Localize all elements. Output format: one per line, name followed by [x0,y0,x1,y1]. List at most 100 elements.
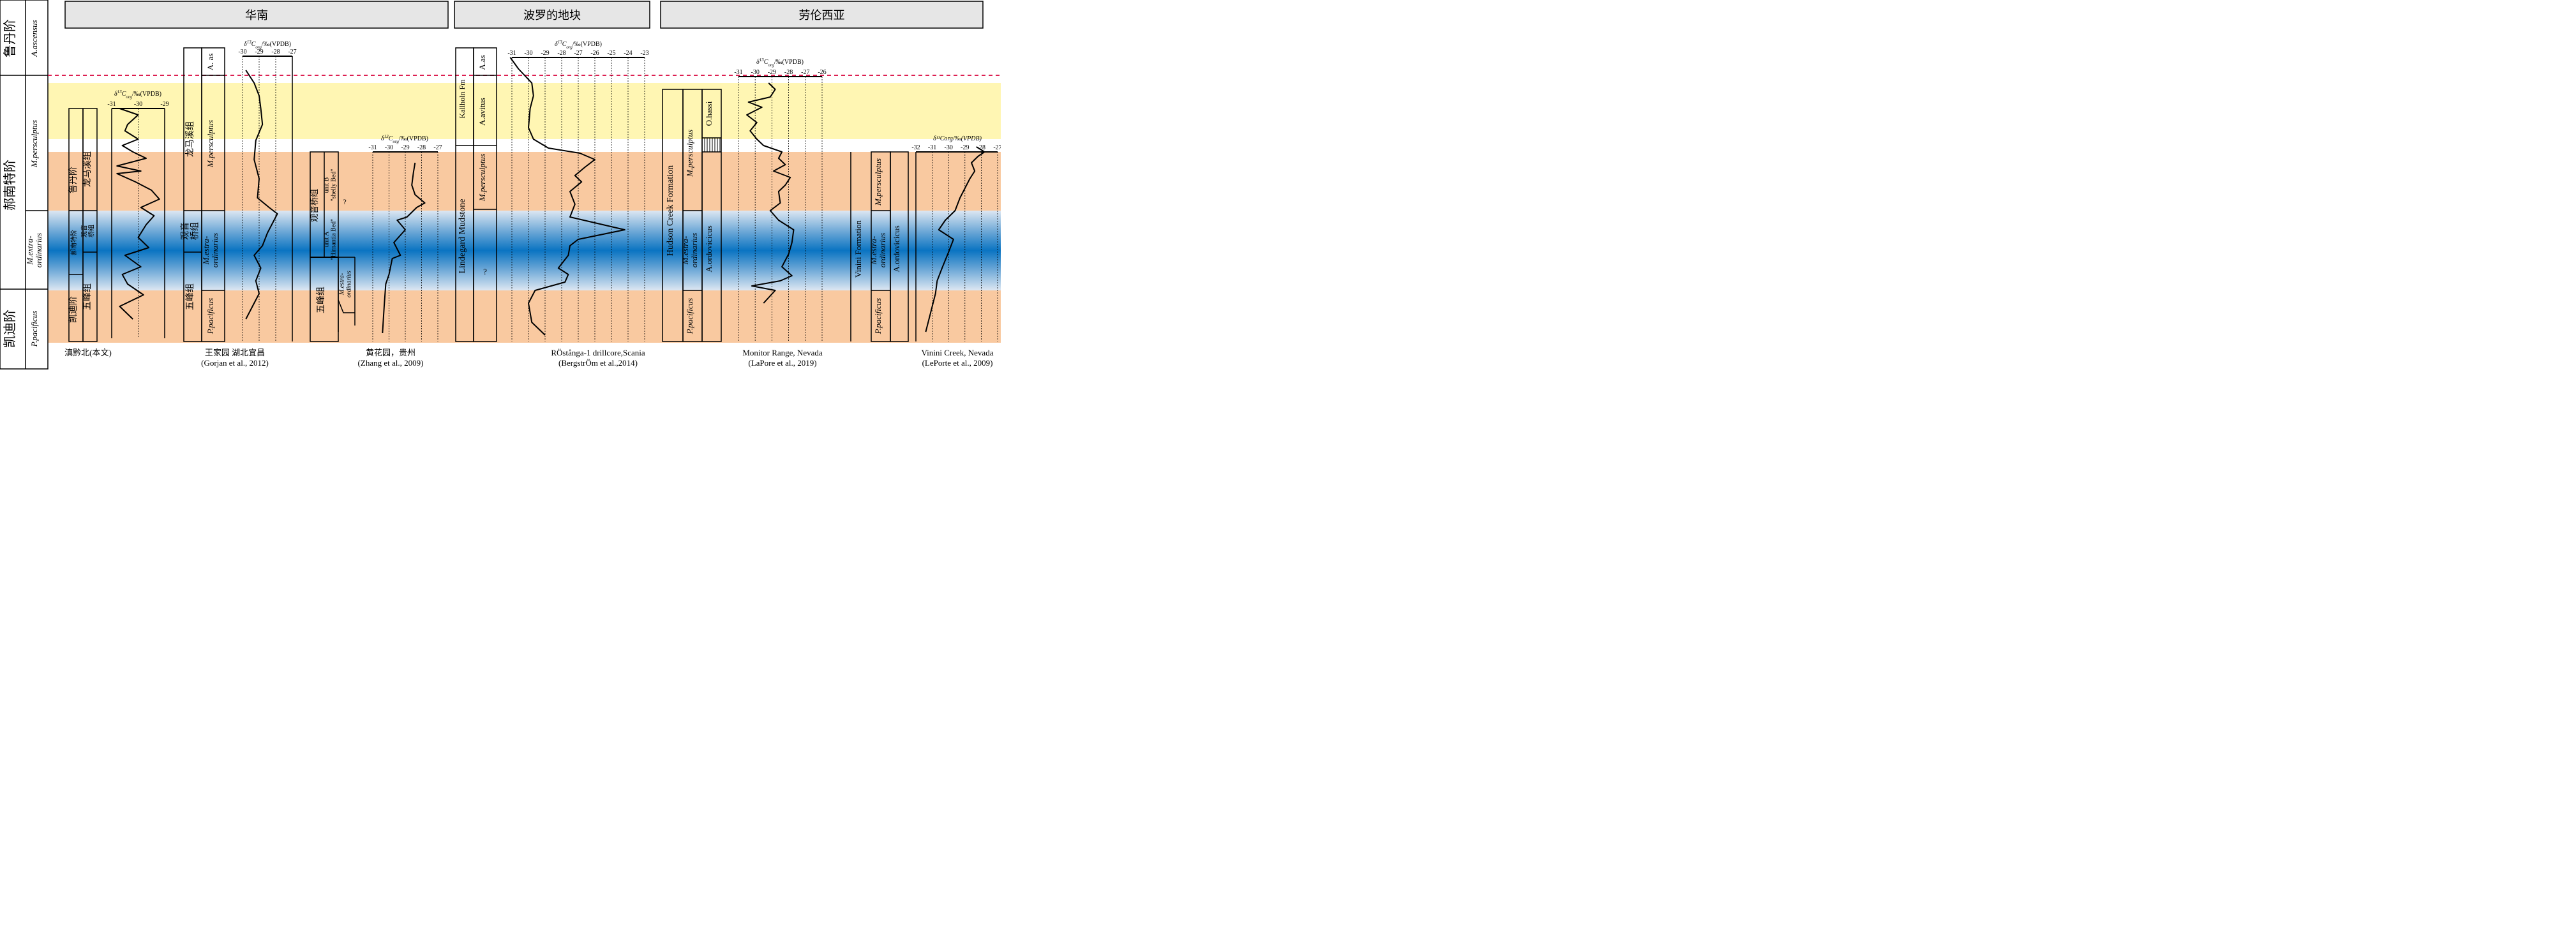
strat-zone-label: A.ordovicicus [892,225,901,272]
section-citation: (Zhang et al., 2009) [358,358,424,368]
strat-zone-label: P.pacificus [206,298,215,334]
strat-formation-label: 五峰组 [82,283,93,310]
axis-title: δ13Corg/‰(VPDB) [244,40,291,50]
section-caption: Monitor Range, Nevada [742,348,823,357]
stage-rhuddanian: 鲁丹阶 [3,19,17,57]
section-citation: (LaPore et al., 2019) [748,358,816,368]
strat-zone-label: M.persculptus [477,154,487,202]
section-citation: (LePorte et al., 2009) [922,358,993,368]
region-header-label: 华南 [245,9,268,22]
strat-zone-label: M.estra-ordinarius [680,233,699,267]
strat-unknown: ? [483,267,487,276]
correlation-figure: 鲁丹阶郝南特阶凯迪阶A.ascensusM.persculptusM.extra… [0,0,1001,370]
strat-zone-label: M.persculptus [685,130,694,177]
axis-tick-label: -28 [977,144,985,151]
strat-column-zone [201,47,225,342]
strat-formation-label: 观音桥组 [80,225,96,237]
axis-tick-label: -29 [961,144,969,151]
axis-tick-label: -25 [607,50,615,57]
axis-title: δ¹³Corg/‰(VPDB) [933,135,982,142]
axis-tick-label: -32 [911,144,920,151]
axis-title: δ13Corg/‰(VPDB) [114,89,161,100]
axis-tick-label: -28 [784,69,793,76]
zone-extraordinarius: M.extra-ordinarius [25,233,43,267]
section-citation: (Gorjan et al., 2012) [201,358,269,368]
strat-formation-label: Kallholn Fm [458,79,467,119]
zone-outline [338,299,355,313]
axis-tick-label: -31 [928,144,936,151]
section-caption: RÖstånga-1 drillcore,Scania [551,348,645,357]
region-header [660,1,984,29]
axis-tick-label: -30 [945,144,953,151]
carbon-isotope-curve [509,57,625,336]
axis-tick-label: -30 [524,50,532,57]
section-caption: 黄花园，贵州 [366,348,416,357]
carbon-isotope-curve [245,70,278,320]
carbon-isotope-curve [116,108,160,320]
axis-tick-label: -29 [255,49,263,56]
strat-formation-label: Hudson Creek Formation [666,165,675,256]
band-pacificus [48,290,1001,343]
strat-formation-label: 五峰组 [185,283,195,310]
axis-title: δ13Corg/‰(VPDB) [555,40,602,50]
strat-column-zone2 [701,89,722,342]
axis-tick-label: -29 [160,101,168,108]
band-persculptus-orange [48,152,1001,211]
axis-title: δ13Corg/‰(VPDB) [756,57,804,68]
axis-tick-label: -31 [107,101,116,108]
axis-tick-label: -31 [368,144,377,151]
strat-stage-label: 郝南特阶 [70,230,78,255]
axis-tick-label: -29 [768,69,776,76]
section-caption: 滇黔北(本文) [64,348,112,357]
section-caption: Vinini Creek, Nevada [922,348,994,357]
strat-zone-label: M.persculptus [206,120,215,168]
axis-title: δ13Corg/‰(VPDB) [381,134,428,144]
strat-formation-label: 观音桥组 [179,222,200,240]
strat-formation-label: Vinini Formation [853,220,863,278]
carbon-isotope-curve [746,82,795,304]
strat-zone-label: M.estra-ordinarius [339,271,353,297]
left-column-frame [0,0,49,370]
axis-tick-label: -28 [417,144,426,151]
axis-tick-label: -27 [993,144,1001,151]
strat-formation-label: 龙马溪组 [185,121,195,157]
axis-tick-label: -23 [640,50,648,57]
zone-persculptus: M.persculptus [29,120,39,168]
strat-zone-label: M.estra-ordinarius [201,233,220,267]
axis-tick-label: -30 [134,101,142,108]
axis-tick-label: -27 [574,50,582,57]
carbon-isotope-curve [925,146,985,333]
strat-column-zone2 [890,151,909,342]
axis-tick-label: -29 [401,144,409,151]
strat-formation-label: 龙马溪组 [82,151,93,187]
axis-tick-label: -30 [751,69,760,76]
region-header-label: 波罗的地块 [523,9,581,22]
band-persculptus-yellow [48,83,1001,139]
strat-formation-label: 五峰组 [316,287,326,313]
axis-tick-label: -31 [734,69,742,76]
strat-column-zone [473,47,497,342]
strat-zone-label: M.estra-ordinarius [869,233,887,267]
zone-pacificus: P.pacificus [29,311,39,347]
strat-stage-label: 凯迪阶 [68,296,79,323]
strat-zone-label: A. as [206,54,215,71]
axis-tick-label: -27 [288,49,296,56]
axis-tick-label: -24 [624,50,632,57]
stage-hirnantian: 郝南特阶 [3,160,17,211]
axis-tick-label: -29 [541,50,549,57]
axis-tick-label: -31 [507,50,516,57]
stage-katian: 凯迪阶 [3,310,17,348]
region-header [454,1,650,29]
section-caption: 王家园 湖北宜昌 [205,348,265,357]
strat-unit-label: unit A"Hirnantia Bed" [324,219,338,260]
strat-unknown: ? [343,197,346,206]
axis-tick-label: -28 [271,49,280,56]
band-extraordinarius [48,211,1001,290]
region-header [64,1,449,29]
strat-formation-label: 观音桥组 [310,189,319,222]
strat-zone-label: A.avitus [477,98,487,126]
strat-zone-label: O.hassi [704,101,714,126]
axis-tick-label: -27 [801,69,809,76]
strat-formation-label: Lindegard Mudstone [458,198,467,273]
strat-unit-label: unit B"shelly Bed" [324,169,338,202]
